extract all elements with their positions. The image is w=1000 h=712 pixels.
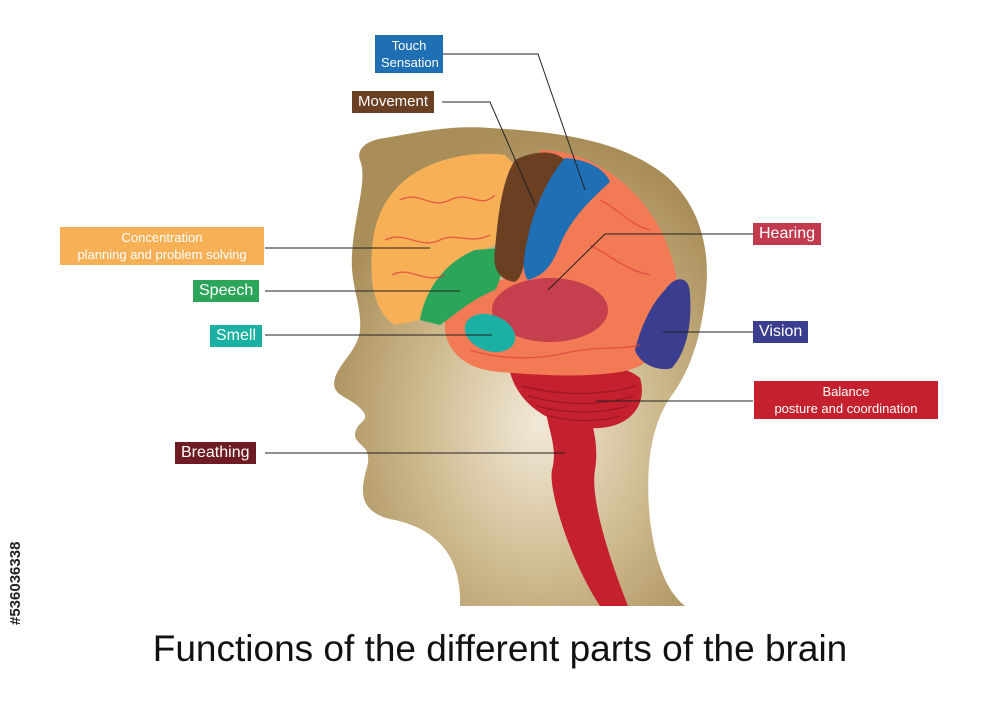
auditory-cortex-region [492, 278, 608, 342]
stock-id: #536036338 [7, 541, 24, 625]
label-movement: Movement [352, 91, 435, 113]
label-concentration-line2: planning and problem solving [77, 247, 247, 262]
label-speech: Speech [193, 280, 260, 302]
cerebellum-region [510, 362, 642, 429]
label-balance: Balance posture and coordination [754, 381, 938, 419]
brainstem-region [544, 380, 628, 606]
label-balance-line2: posture and coordination [774, 401, 918, 416]
leader-lines [265, 53, 753, 454]
cerebellum-stripes [521, 385, 637, 422]
label-concentration: Concentration planning and problem solvi… [60, 227, 264, 265]
page-title: Functions of the different parts of the … [152, 628, 848, 669]
label-vision: Vision [753, 321, 809, 343]
label-breathing: Breathing [175, 442, 256, 464]
label-touch-line2: Sensation [381, 55, 439, 70]
leader-movement [442, 101, 536, 206]
frontal-lobe-region [371, 153, 515, 325]
label-smell: Smell [210, 325, 263, 347]
leader-hearing [547, 233, 753, 291]
sensory-cortex-region [523, 158, 610, 280]
visual-cortex-region [635, 279, 691, 370]
olfactory-region [464, 313, 516, 353]
label-concentration-line1: Concentration [121, 230, 203, 245]
brain-folds [384, 194, 651, 359]
label-touch-line1: Touch [391, 38, 427, 53]
label-balance-line1: Balance [822, 384, 870, 399]
label-touch-sensation: Touch Sensation [375, 35, 443, 73]
label-hearing: Hearing [753, 223, 822, 245]
leader-touch [442, 53, 586, 191]
speech-area-region [420, 248, 503, 325]
